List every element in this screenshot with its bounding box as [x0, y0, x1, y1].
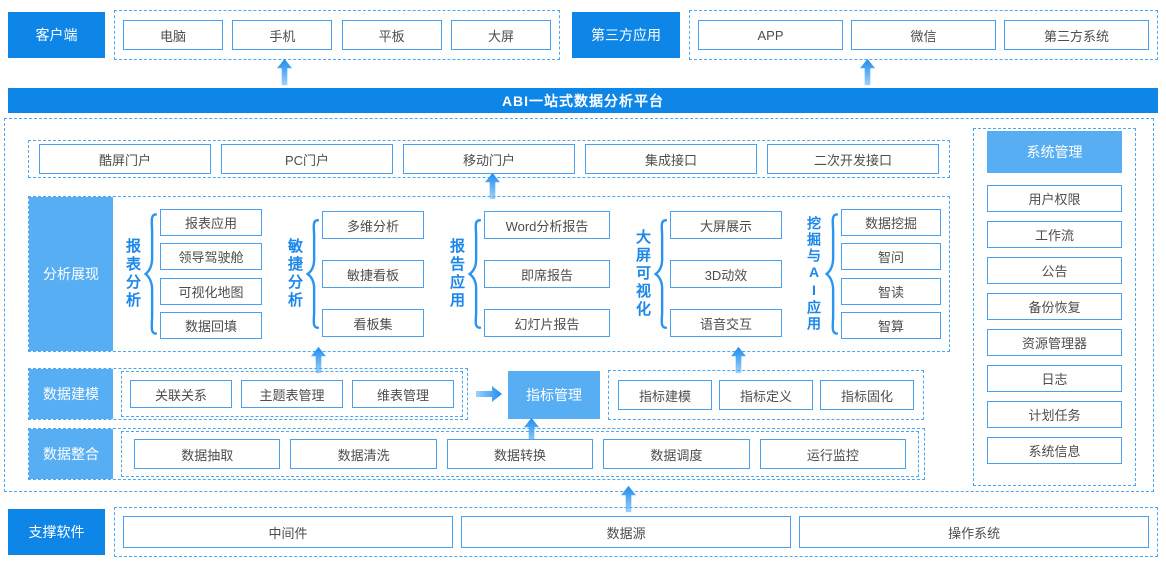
analysis-section: 分析展现 报表分析 报表应用 领导驾驶舱 可视化地图 数据回填 敏捷分析 多维分… [28, 196, 950, 352]
analysis-group-title: 大屏可视化 [634, 229, 651, 319]
feature-box: 3D动效 [670, 260, 782, 288]
client-device-box: 电脑 [123, 20, 223, 50]
feature-box: 领导驾驶舱 [160, 243, 262, 271]
client-devices-box: 电脑 手机 平板 大屏 [114, 10, 560, 60]
brace-icon [825, 212, 838, 336]
analysis-groups: 报表分析 报表应用 领导驾驶舱 可视化地图 数据回填 敏捷分析 多维分析 敏捷看… [124, 207, 941, 341]
third-party-app-box: 微信 [851, 20, 996, 50]
analysis-group: 敏捷分析 多维分析 敏捷看板 看板集 [286, 211, 424, 337]
sysmgmt-box: 公告 [987, 257, 1122, 284]
integration-box: 数据清洗 [290, 439, 437, 469]
third-party-app-box: 第三方系统 [1004, 20, 1149, 50]
analysis-section-label: 分析展现 [29, 197, 113, 351]
flow-arrow-up-icon [311, 345, 326, 375]
modeling-box: 关联关系 [130, 380, 232, 408]
sysmgmt-box: 备份恢复 [987, 293, 1122, 320]
portal-box: 二次开发接口 [767, 144, 939, 174]
modeling-label: 数据建模 [29, 369, 113, 419]
analysis-group: 大屏可视化 大屏展示 3D动效 语音交互 [634, 211, 782, 337]
indicator-items-box: 指标建模 指标定义 指标固化 [608, 370, 924, 420]
sysmgmt-box: 计划任务 [987, 401, 1122, 428]
sysmgmt-section: 系统管理 用户权限 工作流 公告 备份恢复 资源管理器 日志 计划任务 系统信息 [973, 128, 1136, 486]
indicator-manage-label: 指标管理 [508, 371, 600, 419]
support-box: 操作系统 [799, 516, 1150, 548]
feature-box: 报表应用 [160, 209, 262, 236]
third-party-app-box: APP [698, 20, 843, 50]
integration-label: 数据整合 [29, 429, 113, 479]
sysmgmt-box: 用户权限 [987, 185, 1122, 212]
flow-arrow-right-icon [476, 386, 502, 402]
flow-arrow-up-icon [485, 171, 500, 201]
support-box: 中间件 [123, 516, 454, 548]
flow-arrow-up-icon [621, 485, 636, 513]
integration-box: 数据转换 [446, 439, 594, 469]
integration-box: 数据调度 [603, 439, 750, 469]
sysmgmt-box: 资源管理器 [987, 329, 1122, 356]
analysis-group: 报告应用 Word分析报告 即席报告 幻灯片报告 [448, 211, 610, 337]
modeling-box: 主题表管理 [241, 380, 343, 408]
analysis-group-title: 敏捷分析 [286, 238, 303, 310]
modeling-section: 数据建模 关联关系 主题表管理 维表管理 [28, 368, 468, 420]
analysis-group-title: 报告应用 [448, 238, 465, 310]
indicator-box: 指标定义 [719, 380, 813, 410]
feature-box: 数据挖掘 [841, 209, 941, 236]
client-device-box: 平板 [341, 20, 442, 50]
feature-box: 可视化地图 [160, 277, 262, 305]
sysmgmt-header: 系统管理 [987, 131, 1122, 173]
integration-section: 数据整合 数据抽取 数据清洗 数据转换 数据调度 运行监控 [28, 428, 925, 480]
brace-icon [654, 218, 667, 330]
indicator-box: 指标建模 [618, 380, 712, 410]
brace-icon [468, 218, 481, 330]
feature-box: 幻灯片报告 [484, 309, 610, 337]
modeling-items-box: 关联关系 主题表管理 维表管理 [121, 371, 463, 417]
client-label: 客户端 [8, 12, 105, 58]
integration-box: 数据抽取 [134, 439, 281, 469]
analysis-group: 报表分析 报表应用 领导驾驶舱 可视化地图 数据回填 [124, 209, 262, 339]
support-items-box: 中间件 数据源 操作系统 [114, 507, 1158, 557]
support-box: 数据源 [461, 516, 792, 548]
feature-box: 智问 [841, 243, 941, 271]
third-party-box: APP 微信 第三方系统 [689, 10, 1158, 60]
portal-box: PC门户 [221, 144, 393, 174]
platform-banner: ABI一站式数据分析平台 [8, 88, 1158, 113]
analysis-group: 挖掘与AI应用 数据挖掘 智问 智读 智算 [806, 209, 941, 339]
brace-icon [306, 218, 319, 330]
feature-box: 看板集 [322, 309, 424, 337]
portal-box: 移动门户 [403, 144, 575, 174]
client-device-box: 手机 [232, 20, 333, 50]
portal-box: 酷屏门户 [39, 144, 211, 174]
flow-arrow-up-icon [277, 57, 292, 87]
sysmgmt-items: 用户权限 工作流 公告 备份恢复 资源管理器 日志 计划任务 系统信息 [987, 185, 1122, 464]
feature-box: 智读 [841, 277, 941, 305]
integration-box: 运行监控 [759, 439, 907, 469]
platform-frame [4, 118, 1154, 492]
modeling-box: 维表管理 [352, 380, 454, 408]
feature-box: 数据回填 [160, 311, 262, 339]
analysis-group-title: 挖掘与AI应用 [806, 216, 822, 332]
brace-icon [144, 212, 157, 336]
portals-box: 酷屏门户 PC门户 移动门户 集成接口 二次开发接口 [28, 140, 950, 178]
flow-arrow-up-icon [731, 345, 746, 375]
sysmgmt-box: 系统信息 [987, 437, 1122, 464]
sysmgmt-box: 日志 [987, 365, 1122, 392]
sysmgmt-box: 工作流 [987, 221, 1122, 248]
integration-items-box: 数据抽取 数据清洗 数据转换 数据调度 运行监控 [121, 431, 919, 477]
feature-box: 即席报告 [484, 260, 610, 288]
flow-arrow-up-icon [860, 57, 875, 87]
feature-box: 大屏展示 [670, 211, 782, 239]
indicator-box: 指标固化 [820, 380, 914, 410]
feature-box: 智算 [841, 311, 941, 339]
analysis-group-title: 报表分析 [124, 238, 141, 310]
feature-box: 敏捷看板 [322, 260, 424, 288]
feature-box: Word分析报告 [484, 211, 610, 239]
support-label: 支撑软件 [8, 509, 105, 555]
client-device-box: 大屏 [450, 20, 551, 50]
feature-box: 多维分析 [322, 211, 424, 239]
third-party-label: 第三方应用 [572, 12, 680, 58]
portal-box: 集成接口 [585, 144, 757, 174]
feature-box: 语音交互 [670, 309, 782, 337]
